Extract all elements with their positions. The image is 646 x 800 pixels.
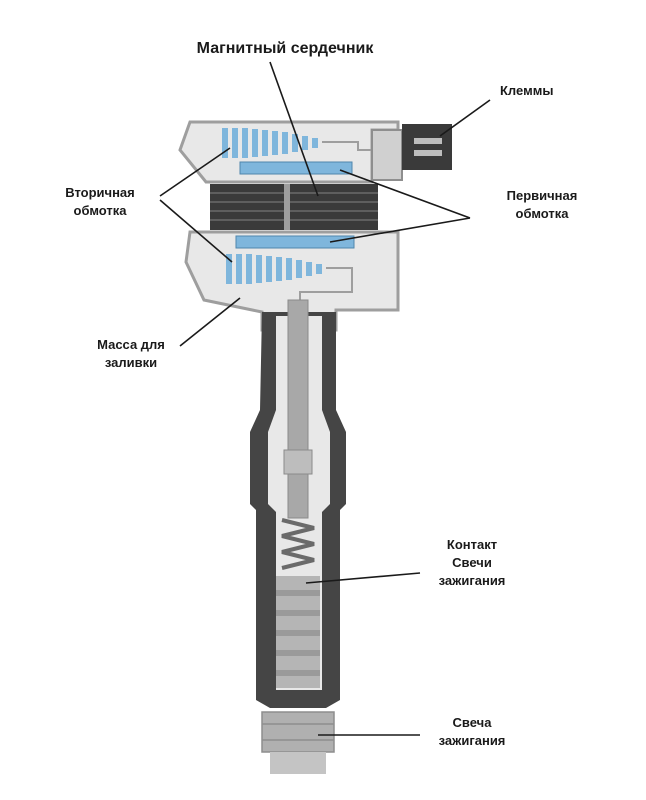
label-spark-plug: Свеча зажигания	[438, 715, 506, 748]
leader-primary-lower	[329, 217, 471, 243]
label-terminals: Клеммы	[500, 83, 554, 98]
label-spark-plug-contact: Контакт Свечи зажигания	[438, 537, 506, 588]
upper-primary-winding	[239, 161, 353, 175]
magnetic-core	[210, 184, 378, 230]
leader-secondary-lower	[159, 199, 233, 263]
upper-housing	[178, 120, 400, 184]
spark-plug-terminal	[276, 576, 320, 688]
terminal-connector	[371, 124, 452, 181]
leader-terminals	[439, 99, 491, 137]
leader-secondary-upper	[159, 147, 231, 197]
label-secondary-winding: Вторичная обмотка	[65, 185, 135, 218]
leader-lines	[159, 61, 491, 736]
label-primary-winding: Первичная обмотка	[506, 188, 578, 221]
label-potting-compound: Масса для заливки	[97, 337, 165, 370]
lower-secondary-winding	[226, 254, 322, 284]
lower-primary-winding	[235, 235, 355, 249]
leader-primary-upper	[339, 169, 471, 219]
center-rod	[283, 299, 313, 519]
leader-plug-contact	[305, 572, 421, 584]
leader-magnetic-core	[269, 61, 319, 197]
spring	[281, 518, 315, 570]
leader-potting	[179, 297, 241, 347]
label-magnetic-core: Магнитный сердечник	[196, 40, 374, 57]
upper-secondary-winding	[222, 128, 318, 158]
lower-housing	[184, 230, 400, 332]
spark-plug	[261, 711, 335, 774]
